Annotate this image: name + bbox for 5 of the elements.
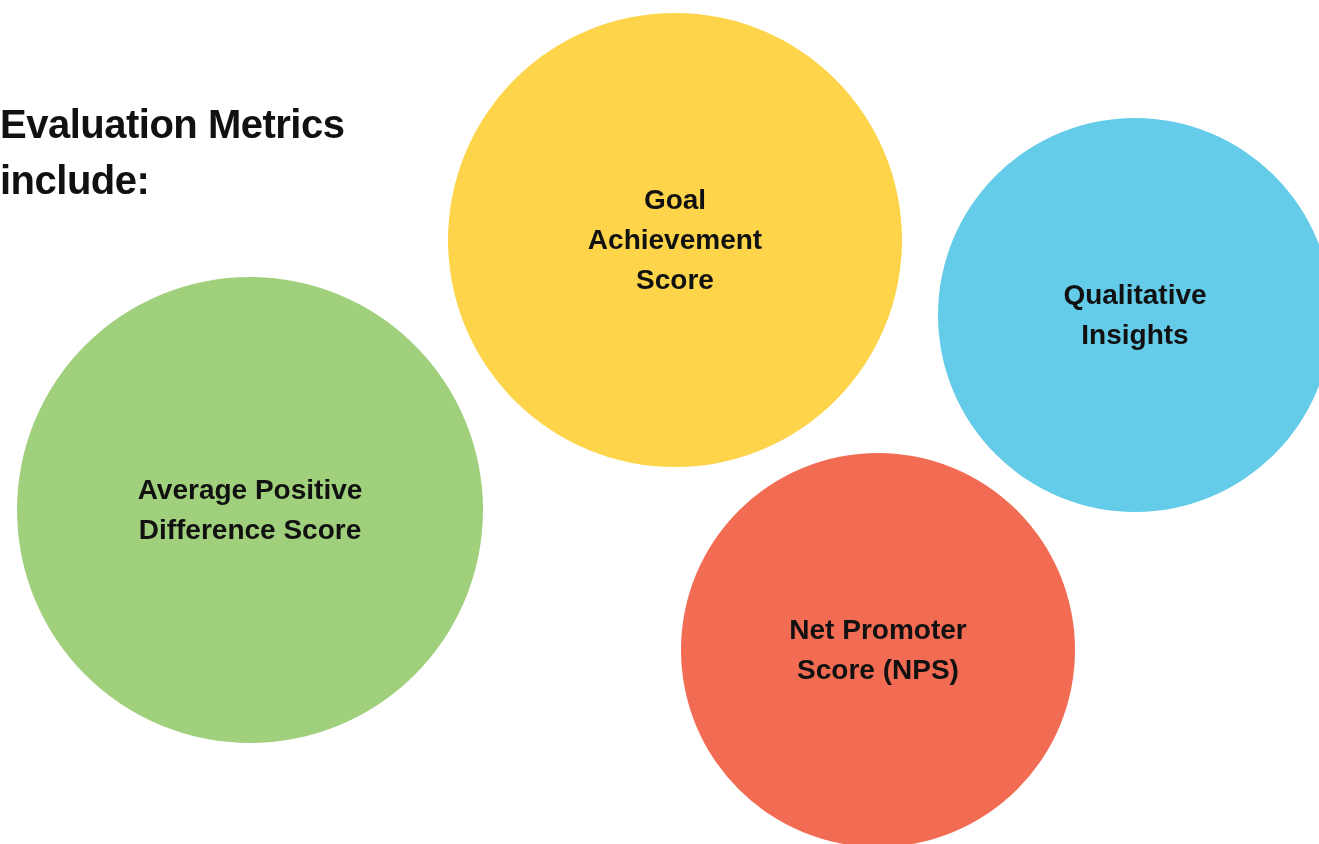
heading: Evaluation Metrics include: (0, 101, 346, 204)
metric-label: Qualitative Insights (1062, 278, 1208, 352)
metric-label: Net Promoter Score (NPS) (788, 613, 968, 687)
metric-label: Average Positive Difference Score (136, 473, 364, 547)
metric-label: Goal Achievement Score (586, 183, 764, 297)
